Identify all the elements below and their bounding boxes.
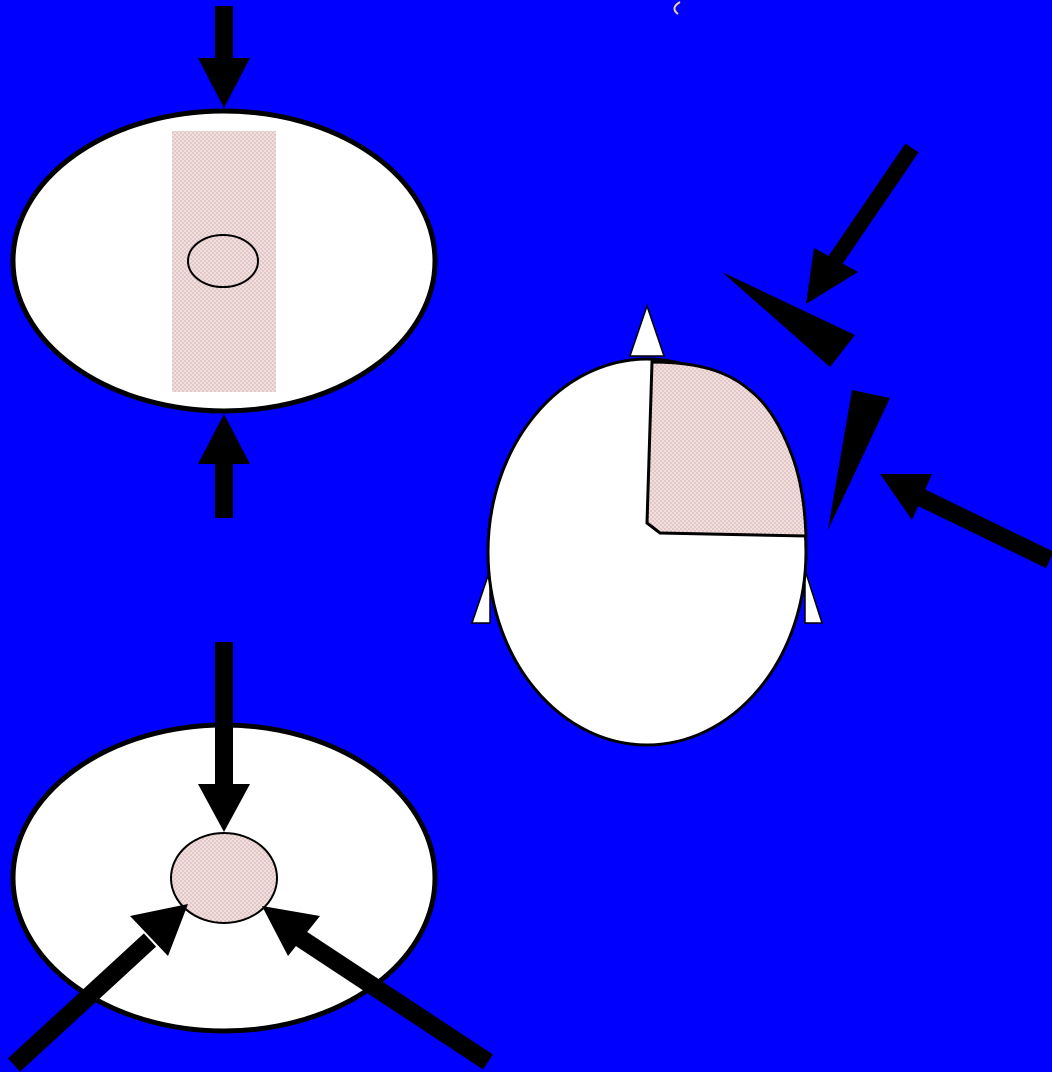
bottom-left-panel [7, 642, 493, 1072]
arrow-up-bottom-icon [198, 414, 250, 518]
wedge-filter-upper [722, 272, 855, 367]
arrow-oblique-right-icon [262, 906, 493, 1070]
arrow-down-center-icon [198, 642, 250, 832]
ear-marker-right [804, 569, 824, 624]
right-panel [470, 143, 1052, 747]
wedge-filter-right [828, 390, 890, 530]
quadrant-target [645, 360, 808, 538]
arrow-oblique-upper-icon [806, 143, 919, 304]
target-small-ellipse [187, 234, 259, 288]
ear-marker-left [470, 569, 491, 624]
arrow-down-top-icon [198, 6, 250, 108]
arrow-oblique-right-side-icon [880, 474, 1052, 569]
highlight-mark [673, 1, 681, 15]
target-circle [170, 832, 278, 924]
nose-marker [628, 303, 666, 357]
top-left-panel [10, 6, 438, 518]
arrow-oblique-left-icon [7, 904, 188, 1072]
